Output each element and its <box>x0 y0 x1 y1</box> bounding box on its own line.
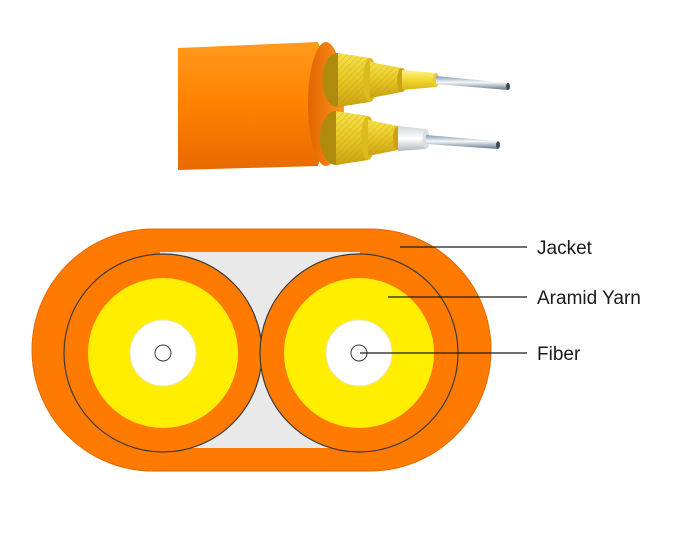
left-subunit <box>63 253 263 453</box>
cable-cross-section-icon <box>31 228 492 472</box>
fiber-label: Fiber <box>537 344 581 365</box>
callout-fiber: Fiber <box>360 344 581 365</box>
cable-jacket-body <box>178 42 327 170</box>
aramid-yarn-label: Aramid Yarn <box>537 288 641 309</box>
callout-jacket: Jacket <box>400 238 593 259</box>
lower-fiber-strand <box>320 111 500 165</box>
callout-aramid-yarn: Aramid Yarn <box>388 288 641 309</box>
right-subunit <box>259 253 459 453</box>
jacket-label: Jacket <box>537 238 593 259</box>
duplex-fiber-cable-photo-icon <box>178 42 510 170</box>
upper-fiber-strand <box>322 53 510 107</box>
